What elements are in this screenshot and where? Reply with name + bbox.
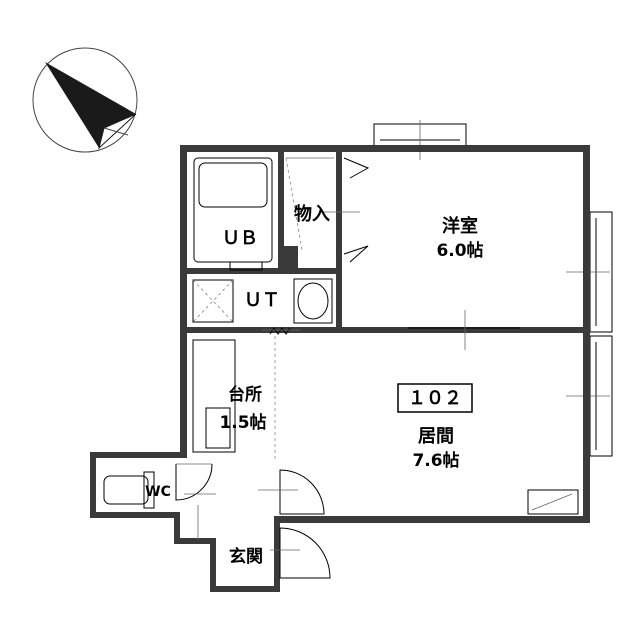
inner-walls [187, 152, 587, 333]
living-fixture [527, 489, 579, 515]
entrance-label: 玄関 [229, 546, 263, 567]
western-room-name: 洋室 [442, 215, 478, 237]
storage-label: 物入 [294, 203, 330, 225]
toilet-icon [103, 471, 155, 509]
door-marks [262, 310, 520, 460]
kitchen-counter [192, 339, 236, 453]
ut-fixtures [192, 261, 333, 324]
ub-label: ＵＢ [222, 228, 258, 249]
north-arrow-icon [32, 47, 138, 153]
living-size: 7.6帖 [412, 450, 459, 471]
door-swings [175, 463, 331, 579]
top-window [373, 120, 467, 160]
living-name: 居間 [418, 426, 454, 447]
wc-label: WC [145, 484, 171, 500]
closet-lines [285, 157, 370, 263]
outer-walls [90, 145, 590, 592]
ut-label: ＵＴ [244, 290, 280, 311]
kitchen-name: 台所 [228, 384, 262, 405]
unit-number-box [397, 383, 473, 413]
western-room-size: 6.0帖 [436, 240, 483, 261]
unit-number: １０２ [408, 388, 462, 409]
kitchen-size: 1.5帖 [219, 412, 266, 433]
